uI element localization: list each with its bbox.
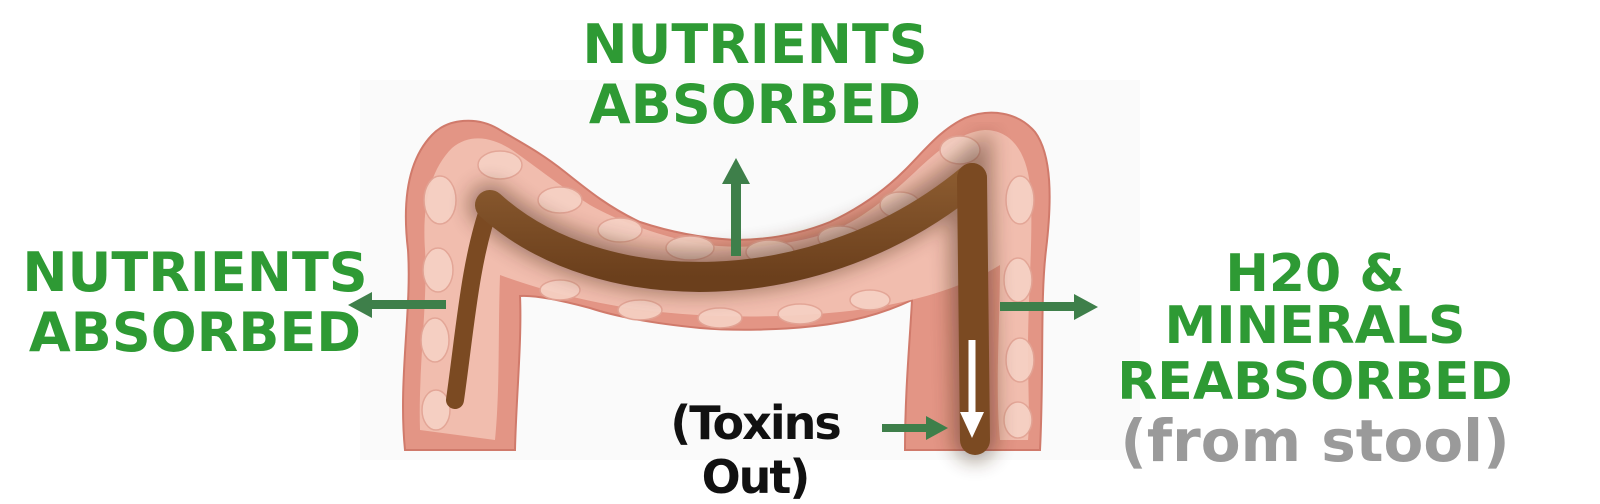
left-label-line2: ABSORBED xyxy=(28,301,362,364)
top-nutrients-label: NUTRIENTS ABSORBED xyxy=(560,13,950,138)
left-label-line1: NUTRIENTS xyxy=(22,241,369,304)
arrow-down-icon xyxy=(960,340,984,438)
arrow-left-icon xyxy=(348,292,446,318)
stool-tube-transverse xyxy=(475,163,987,292)
stool-tube-left xyxy=(446,196,499,409)
right-label-sub: (from stool) xyxy=(1120,407,1511,475)
colon-diagram xyxy=(348,111,1098,461)
arrow-right-toxins-icon xyxy=(882,416,948,440)
right-label-line1: H20 & MINERALS xyxy=(1164,244,1467,356)
arrow-right-icon xyxy=(1000,294,1098,320)
arrow-up-icon xyxy=(722,158,750,256)
top-label-line1: NUTRIENTS xyxy=(582,13,929,76)
stool-pathway xyxy=(446,130,996,461)
right-minerals-label: H20 & MINERALS REABSORBED (from stool) xyxy=(1080,244,1550,475)
left-nutrients-label: NUTRIENTS ABSORBED xyxy=(20,241,370,366)
right-label-line2: REABSORBED xyxy=(1117,352,1514,412)
top-label-line2: ABSORBED xyxy=(588,73,922,136)
